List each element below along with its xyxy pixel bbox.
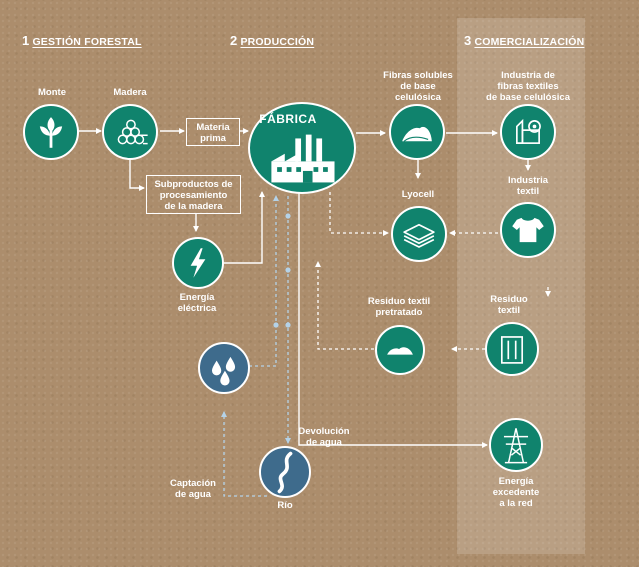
water-dot xyxy=(285,213,291,219)
label-lyocell: Lyocell xyxy=(401,189,435,200)
river-icon xyxy=(277,451,293,494)
factory-icon xyxy=(271,134,335,183)
water-dot xyxy=(285,267,291,273)
label-fibras-solubles: Fibras solubles de base celulósica xyxy=(383,70,453,103)
label-fabrica: FÁBRICA xyxy=(259,112,317,126)
label-industria-fibras: Industria de fibras textiles de base cel… xyxy=(486,70,570,103)
arrow-water-fabrica xyxy=(249,195,279,367)
label-energia-electrica: Energía eléctrica xyxy=(177,292,217,314)
label-rio: Río xyxy=(277,500,293,511)
node-industria-textil xyxy=(500,202,556,258)
logs-icon xyxy=(117,119,148,145)
arrow-pretratado-fabrica xyxy=(315,261,374,350)
box-subproductos: Subproductos de procesamiento de la made… xyxy=(146,175,241,214)
label-captacion-agua: Captación de agua xyxy=(170,478,216,500)
label-energia-excedente: Energía excedente a la red xyxy=(492,476,540,509)
node-energia-excedente xyxy=(489,418,543,472)
node-fibras-solubles xyxy=(389,104,445,160)
label-madera: Madera xyxy=(113,87,147,98)
arrow-fabrica-lyocell xyxy=(329,192,389,236)
node-monte xyxy=(23,104,79,160)
waste-bin-icon xyxy=(500,336,524,364)
box-materia-prima: Materia prima xyxy=(186,118,240,146)
node-agua xyxy=(198,342,250,394)
node-residuo-textil xyxy=(485,322,539,376)
node-residuo-pretratado xyxy=(375,325,425,375)
arrow-fabrica-energia-red xyxy=(298,192,488,448)
node-madera xyxy=(102,104,158,160)
spinning-mill-icon xyxy=(516,118,541,144)
fiber-pile-icon xyxy=(402,126,432,142)
arrow-energia-fabrica xyxy=(224,191,265,264)
label-industria-textil: Industria textil xyxy=(507,175,549,197)
node-fabrica xyxy=(248,102,356,194)
label-residuo-pretratado: Residuo textil pretratado xyxy=(367,296,431,318)
shredded-fabric-icon xyxy=(387,347,413,355)
lightning-icon xyxy=(190,248,206,278)
node-lyocell xyxy=(391,206,447,262)
node-industria-fibras xyxy=(500,104,556,160)
label-monte: Monte xyxy=(38,87,66,98)
power-tower-icon xyxy=(503,428,529,464)
node-rio xyxy=(259,446,311,498)
node-energia-electrica xyxy=(172,237,224,289)
water-dot xyxy=(273,322,279,328)
water-dot xyxy=(285,322,291,328)
label-devolucion-agua: Devolución de agua xyxy=(298,426,350,448)
arrow-madera-subproductos xyxy=(129,160,145,191)
tree-icon xyxy=(39,117,63,148)
label-residuo-textil: Residuo textil xyxy=(490,294,528,316)
tshirt-icon xyxy=(512,217,544,243)
arrow-rio-captacion xyxy=(221,411,267,497)
water-drops-icon xyxy=(212,356,236,386)
fabric-layers-icon xyxy=(403,223,435,248)
